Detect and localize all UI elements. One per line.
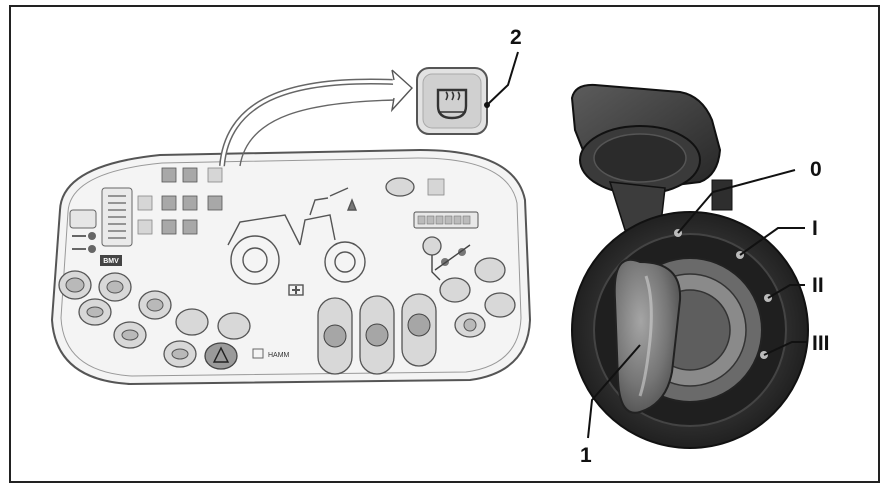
lamp-blank (138, 196, 152, 210)
magnified-indicator (417, 68, 487, 134)
lamp-circle (423, 237, 441, 255)
lamp-filter-icon (162, 196, 176, 210)
leader-line-2 (487, 52, 518, 105)
button-mode-c[interactable] (485, 293, 515, 317)
button-face (464, 319, 476, 331)
fuel-gauge-icon (386, 178, 414, 196)
callout-position-0: 0 (810, 158, 822, 181)
button-face (66, 278, 84, 292)
control-panel (52, 150, 530, 384)
lamp-oil-icon (183, 168, 197, 182)
indicator-lamp (88, 245, 96, 253)
brand-name: HAMM (268, 352, 290, 359)
button-face (87, 307, 103, 317)
lamp-hydraulic-icon (162, 220, 176, 234)
lamp-blank (428, 179, 444, 195)
lamp-blank (138, 220, 152, 234)
ignition-switch (572, 85, 808, 448)
callout-2: 2 (510, 26, 522, 49)
lamp-brake-icon (208, 196, 222, 210)
button-face (172, 349, 188, 359)
engine-preheat-icon (208, 168, 222, 182)
button-mode-a[interactable] (440, 278, 470, 302)
lamp-temp-icon (183, 196, 197, 210)
button-face (122, 330, 138, 340)
callout-position-I: I (812, 217, 818, 240)
indicator-lamp (88, 232, 96, 240)
button-mode-b[interactable] (475, 258, 505, 282)
button-face (147, 299, 163, 311)
button-face (107, 281, 123, 293)
brand-badge-text: BMV (103, 258, 119, 265)
button-wiper[interactable] (176, 309, 208, 335)
lamp-water-icon (183, 220, 197, 234)
callout-position-II: II (812, 274, 824, 297)
callout-1: 1 (580, 444, 592, 467)
button-beacon[interactable] (218, 313, 250, 339)
callout-position-III: III (812, 332, 830, 355)
lamp-battery-icon (162, 168, 176, 182)
